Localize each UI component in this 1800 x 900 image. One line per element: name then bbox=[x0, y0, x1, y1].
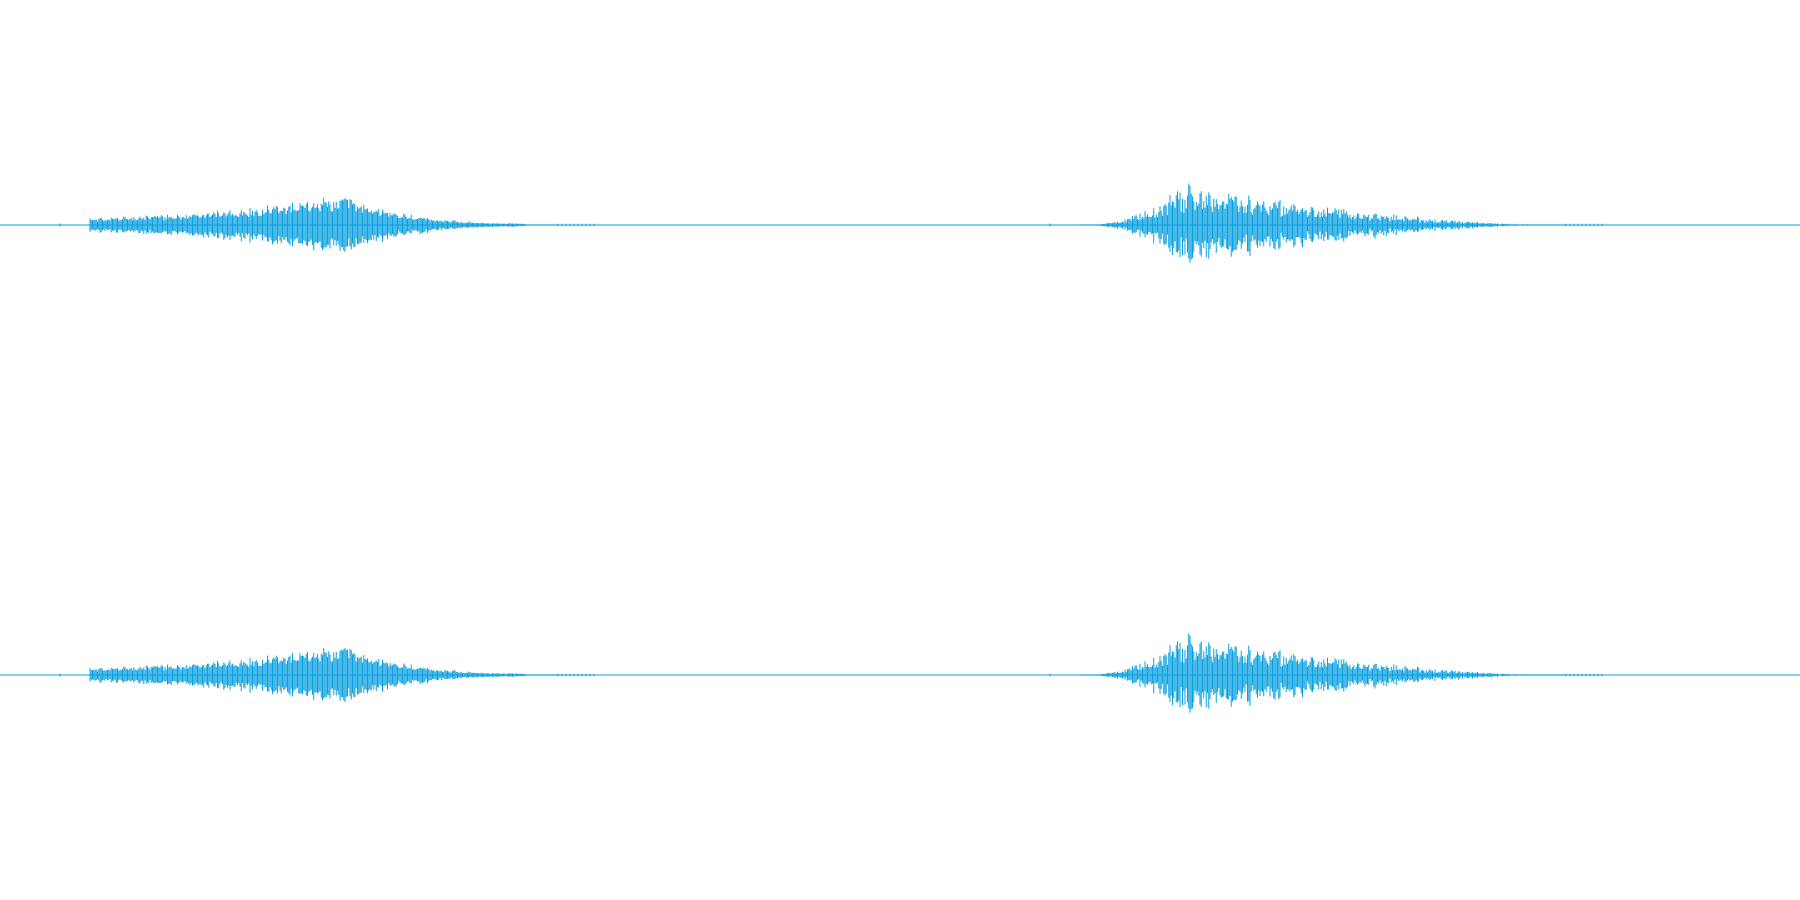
waveform-burst-path bbox=[1079, 633, 1566, 713]
waveform-burst-path bbox=[89, 197, 558, 252]
waveform-channel-1 bbox=[0, 183, 1800, 263]
waveform-channel-2 bbox=[0, 633, 1800, 713]
waveform-noise-ticks bbox=[59, 673, 595, 677]
waveform-burst bbox=[1049, 183, 1603, 263]
waveform-noise-ticks bbox=[1049, 673, 1603, 677]
waveform-noise-ticks bbox=[59, 223, 595, 227]
waveform-burst bbox=[1049, 633, 1603, 713]
waveform-burst bbox=[59, 647, 595, 702]
waveform-noise-ticks bbox=[1049, 223, 1603, 227]
waveform-burst bbox=[59, 197, 595, 252]
waveform-burst-path bbox=[1079, 183, 1566, 263]
waveform-burst-path bbox=[89, 647, 558, 702]
